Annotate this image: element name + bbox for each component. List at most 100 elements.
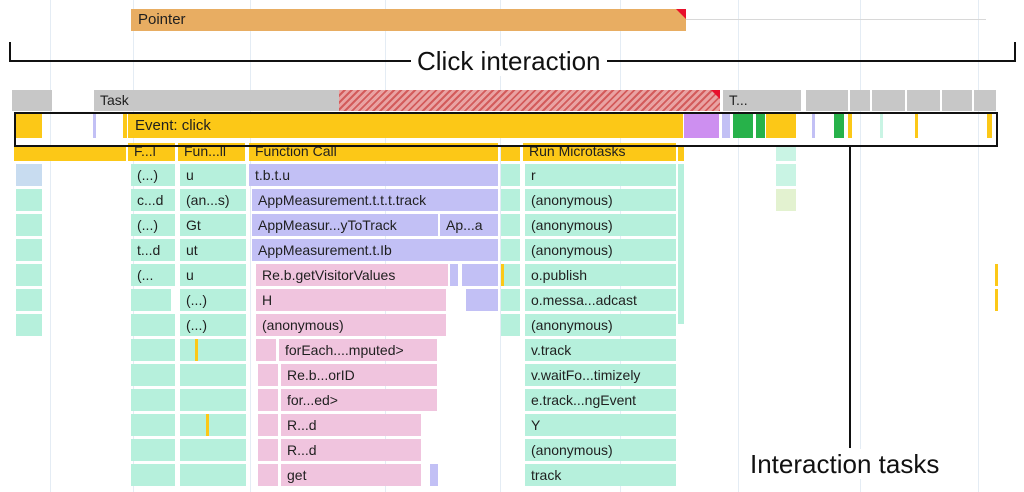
col1-frame-5[interactable]: (...	[131, 264, 175, 286]
col1-label-5: (...	[137, 267, 154, 283]
col3-label-10: for...ed>	[287, 392, 338, 408]
pointer-interaction-bar[interactable]: Pointer	[131, 9, 686, 31]
col3-label-9: Re.b...orID	[287, 367, 355, 383]
col4-label-7: (anonymous)	[531, 317, 613, 333]
col3-frame-4[interactable]: AppMeasurement.t.Ib	[252, 239, 498, 261]
col4-label-5: o.publish	[531, 267, 588, 283]
col4-frame-1[interactable]: r	[525, 164, 676, 186]
col4-label-10: e.track...ngEvent	[531, 392, 637, 408]
interaction-tasks-box	[14, 112, 998, 147]
col3-label-8: forEach....mputed>	[285, 342, 404, 358]
col1-label-2: c...d	[137, 192, 164, 208]
call-bar-4[interactable]: Run Microtasks	[523, 143, 676, 161]
col4-frame-8[interactable]: v.track	[525, 339, 676, 361]
col2-frame-7[interactable]: (...)	[180, 314, 246, 336]
long-task-hatch	[339, 90, 720, 111]
col3-label-6: H	[262, 292, 273, 308]
col2-label-3: Gt	[186, 217, 201, 233]
col3-frame-12[interactable]: R...d	[281, 439, 421, 461]
col4-frame-7[interactable]: (anonymous)	[525, 314, 676, 336]
click-interaction-label: Click interaction	[411, 46, 607, 76]
col2-frame-6[interactable]: (...)	[180, 289, 246, 311]
interaction-tasks-label: Interaction tasks	[746, 449, 944, 479]
col3-label-13: get	[287, 467, 307, 483]
col2-frame-1[interactable]: u	[180, 164, 246, 186]
col3-label-1: t.b.t.u	[255, 167, 291, 183]
col4-label-9: v.waitFo...timizely	[531, 367, 641, 383]
col3-frame-9[interactable]: Re.b...orID	[281, 364, 437, 386]
col3-label-7: (anonymous)	[262, 317, 344, 333]
call-label-3: Function Call	[255, 143, 337, 159]
call-label-4: Run Microtasks	[529, 143, 626, 159]
pointer-label: Pointer	[138, 11, 186, 28]
task-bar-2[interactable]: T...	[723, 90, 801, 111]
col3-frame-13[interactable]: get	[281, 464, 421, 486]
col4-label-2: (anonymous)	[531, 192, 613, 208]
interaction-tasks-pointer-line	[849, 147, 851, 448]
col4-frame-11[interactable]: Y	[525, 414, 676, 436]
col4-frame-9[interactable]: v.waitFo...timizely	[525, 364, 676, 386]
col2-label-4: ut	[186, 242, 198, 258]
col3-frame-11[interactable]: R...d	[281, 414, 421, 436]
col2-label-7: (...)	[186, 317, 207, 333]
col4-label-4: (anonymous)	[531, 242, 613, 258]
task-label: Task	[100, 92, 129, 108]
call-bar-2[interactable]: Fun...ll	[178, 143, 245, 161]
col4-frame-12[interactable]: (anonymous)	[525, 439, 676, 461]
long-task-marker	[711, 90, 720, 99]
col3-label-4: AppMeasurement.t.Ib	[258, 242, 392, 258]
event-click-bar[interactable]: Event: click	[128, 114, 683, 138]
col4-label-12: (anonymous)	[531, 442, 613, 458]
col4-frame-5[interactable]: o.publish	[525, 264, 676, 286]
pointer-long-marker	[676, 9, 686, 19]
col3b-frame[interactable]: Ap...a	[440, 214, 498, 236]
col3-label-5: Re.b.getVisitorValues	[262, 267, 396, 283]
call-bar-1[interactable]: F...l	[128, 143, 175, 161]
col3-frame-7[interactable]: (anonymous)	[256, 314, 446, 336]
col4-frame-10[interactable]: e.track...ngEvent	[525, 389, 676, 411]
col4-label-8: v.track	[531, 342, 572, 358]
col3-frame-5[interactable]: Re.b.getVisitorValues	[256, 264, 448, 286]
col2-label-2: (an...s)	[186, 192, 230, 208]
col3-frame-3[interactable]: AppMeasur...yToTrack	[252, 214, 438, 236]
col1-label-4: t...d	[137, 242, 161, 258]
call-label-2: Fun...ll	[184, 143, 227, 159]
col3-label-12: R...d	[287, 442, 317, 458]
col3b-label: Ap...a	[446, 217, 483, 233]
col4-frame-4[interactable]: (anonymous)	[525, 239, 676, 261]
col4-frame-6[interactable]: o.messa...adcast	[525, 289, 676, 311]
col3-label-2: AppMeasurement.t.t.t.track	[258, 192, 427, 208]
col4-label-13: track	[531, 467, 562, 483]
task2-label: T...	[729, 92, 748, 108]
col4-frame-13[interactable]: track	[525, 464, 676, 486]
col4-label-1: r	[531, 167, 536, 183]
col1-label-3: (...)	[137, 217, 158, 233]
col3-frame-1[interactable]: t.b.t.u	[249, 164, 498, 186]
task-bar[interactable]: Task	[94, 90, 339, 111]
col1-label-1: (...)	[137, 167, 158, 183]
col1-frame-4[interactable]: t...d	[131, 239, 175, 261]
col3-frame-2[interactable]: AppMeasurement.t.t.t.track	[252, 189, 498, 211]
col2-label-6: (...)	[186, 292, 207, 308]
col4-label-3: (anonymous)	[531, 217, 613, 233]
col3-frame-8[interactable]: forEach....mputed>	[279, 339, 437, 361]
col3-label-11: R...d	[287, 417, 317, 433]
col1-frame-3[interactable]: (...)	[131, 214, 175, 236]
col2-label-1: u	[186, 167, 194, 183]
col4-label-6: o.messa...adcast	[531, 292, 637, 308]
event-click-label: Event: click	[135, 117, 211, 134]
col2-frame-4[interactable]: ut	[180, 239, 246, 261]
col4-frame-2[interactable]: (anonymous)	[525, 189, 676, 211]
col3-frame-10[interactable]: for...ed>	[281, 389, 437, 411]
pointer-track-line	[686, 19, 986, 20]
col2-frame-2[interactable]: (an...s)	[180, 189, 246, 211]
col4-frame-3[interactable]: (anonymous)	[525, 214, 676, 236]
col1-frame-2[interactable]: c...d	[131, 189, 175, 211]
col2-frame-5[interactable]: u	[180, 264, 246, 286]
col2-frame-3[interactable]: Gt	[180, 214, 246, 236]
col4-label-11: Y	[531, 417, 541, 433]
call-bar-3[interactable]: Function Call	[249, 143, 498, 161]
call-label-1: F...l	[134, 143, 156, 159]
col3-frame-6[interactable]: H	[256, 289, 446, 311]
col1-frame-1[interactable]: (...)	[131, 164, 175, 186]
